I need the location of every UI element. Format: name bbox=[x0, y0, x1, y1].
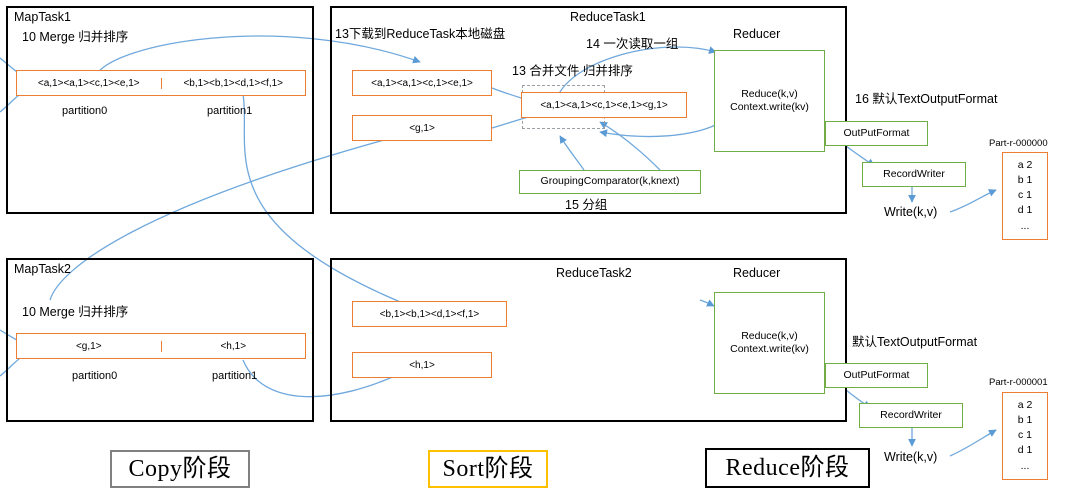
maptask2-title: MapTask2 bbox=[14, 262, 71, 276]
reducetask1-reducer-line2: Context.write(kv) bbox=[730, 101, 809, 113]
reducetask2-title: ReduceTask2 bbox=[556, 266, 632, 280]
reducetask2-reducer-line1: Reduce(k,v) bbox=[741, 329, 798, 342]
output2-format-label: 默认TextOutputFormat bbox=[852, 335, 978, 349]
output1-row: b 1 bbox=[1017, 174, 1033, 187]
reducetask2-fetched-file-2: <h,1> bbox=[352, 352, 492, 378]
reducetask2-reducer-title: Reducer bbox=[733, 266, 781, 280]
maptask1-container bbox=[6, 6, 314, 214]
maptask1-merge-label: 10 Merge 归并排序 bbox=[22, 30, 129, 44]
output2-row: b 1 bbox=[1017, 414, 1033, 427]
maptask2-partition0-value: <g,1> bbox=[75, 340, 102, 352]
maptask1-partition1-label: partition1 bbox=[207, 105, 253, 117]
output1-row: c 1 bbox=[1017, 189, 1032, 202]
stage-copy-chip: Copy阶段 bbox=[110, 450, 250, 488]
reducetask1-merged-file: <a,1><a,1><c,1><e,1><g,1> bbox=[521, 92, 687, 118]
output1-format-label: 16 默认TextOutputFormat bbox=[855, 92, 998, 106]
maptask2-partition1-label: partition1 bbox=[212, 370, 258, 382]
reducetask1-container bbox=[330, 6, 847, 214]
stage-sort-chip: Sort阶段 bbox=[428, 450, 548, 488]
maptask2-partition0-label: partition0 bbox=[72, 370, 118, 382]
reducetask1-reducer-line1: Reduce(k,v) bbox=[741, 87, 798, 100]
reducetask1-read-group-label: 14 一次读取一组 bbox=[586, 37, 679, 51]
output2-recordwriter-box: RecordWriter bbox=[859, 403, 963, 428]
output1-part-file: a 2 b 1 c 1 d 1 ... bbox=[1002, 152, 1048, 240]
maptask2-partitions: <g,1> <h,1> bbox=[16, 333, 306, 359]
reducetask1-fetched-file-1: <a,1><a,1><c,1><e,1> bbox=[352, 70, 492, 96]
output2-write-label: Write(k,v) bbox=[884, 450, 938, 464]
output1-row: ... bbox=[1020, 219, 1030, 232]
output1-row: a 2 bbox=[1017, 159, 1033, 171]
reducetask2-reducer-line2: Context.write(kv) bbox=[730, 343, 809, 355]
reducetask1-reducer-title: Reducer bbox=[733, 27, 781, 41]
output1-part-name: Part-r-000000 bbox=[989, 138, 1048, 149]
reducetask2-reducer-box: Reduce(k,v) Context.write(kv) bbox=[714, 292, 825, 394]
maptask2-merge-label: 10 Merge 归并排序 bbox=[22, 305, 129, 319]
output2-part-file: a 2 b 1 c 1 d 1 ... bbox=[1002, 392, 1048, 480]
maptask1-partition1-value: <b,1><b,1><d,1><f,1> bbox=[160, 77, 306, 89]
grouping-comparator-box: GroupingComparator(k,knext) bbox=[519, 170, 701, 194]
reducetask1-group-label: 15 分组 bbox=[565, 198, 608, 212]
reducetask2-fetched-file-1: <b,1><b,1><d,1><f,1> bbox=[352, 301, 507, 327]
output2-row: d 1 bbox=[1017, 444, 1033, 457]
reducetask2-container bbox=[330, 258, 847, 422]
maptask2-container bbox=[6, 258, 314, 422]
stage-reduce-chip: Reduce阶段 bbox=[705, 448, 870, 488]
reducetask1-title: ReduceTask1 bbox=[570, 10, 646, 24]
maptask1-title: MapTask1 bbox=[14, 10, 71, 24]
maptask1-partition0-label: partition0 bbox=[62, 105, 108, 117]
maptask2-partition1-value: <h,1> bbox=[160, 340, 306, 352]
output1-write-label: Write(k,v) bbox=[884, 205, 938, 219]
output2-row: a 2 bbox=[1017, 399, 1033, 411]
output2-row: c 1 bbox=[1017, 429, 1032, 442]
reducetask1-fetched-file-2: <g,1> bbox=[352, 115, 492, 141]
maptask1-partitions: <a,1><a,1><c,1><e,1> <b,1><b,1><d,1><f,1… bbox=[16, 70, 306, 96]
reducetask1-download-label: 13下载到ReduceTask本地磁盘 bbox=[335, 27, 506, 41]
output2-row: ... bbox=[1020, 459, 1030, 472]
output2-part-name: Part-r-000001 bbox=[989, 377, 1048, 388]
output2-outputformat-box: OutPutFormat bbox=[825, 363, 928, 388]
output1-recordwriter-box: RecordWriter bbox=[862, 162, 966, 187]
reducetask1-reducer-box: Reduce(k,v) Context.write(kv) bbox=[714, 50, 825, 152]
reducetask1-merge-file-label: 13 合并文件 归并排序 bbox=[512, 64, 633, 78]
output1-outputformat-box: OutPutFormat bbox=[825, 121, 928, 146]
output1-row: d 1 bbox=[1017, 204, 1033, 217]
maptask1-partition0-value: <a,1><a,1><c,1><e,1> bbox=[37, 77, 140, 89]
